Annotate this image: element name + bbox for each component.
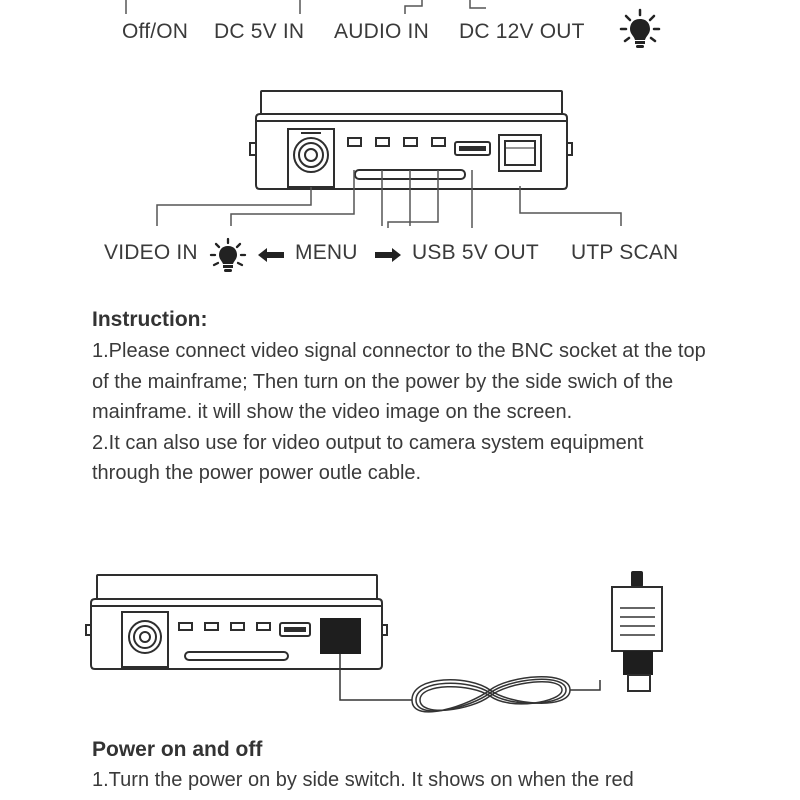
bottom-leader-lines	[156, 170, 622, 228]
instruction-paragraph-1: 1.Please connect video signal connector …	[92, 340, 706, 423]
bulb-icon	[619, 8, 661, 48]
power-heading: Power on and off	[92, 738, 263, 761]
power-adapter-icon	[611, 571, 663, 692]
power-paragraph-1: 1.Turn the power on by side switch. It s…	[92, 769, 634, 791]
top-leader-lines	[125, 0, 486, 14]
label-dc-12v-out: DC 12V OUT	[459, 20, 585, 43]
instruction-text: 1.Please connect video signal connector …	[92, 336, 712, 489]
label-utp-scan: UTP SCAN	[571, 241, 679, 264]
bulb-icon	[209, 237, 247, 272]
instruction-heading: Instruction:	[92, 308, 208, 331]
power-text: 1.Turn the power on by side switch. It s…	[92, 765, 732, 796]
label-dc-5v-in: DC 5V IN	[214, 20, 305, 43]
label-usb-5v-out: USB 5V OUT	[412, 241, 539, 264]
label-off-on: Off/ON	[122, 20, 189, 43]
instruction-paragraph-2: 2.It can also use for video output to ca…	[92, 431, 644, 485]
device-power-diagram	[85, 571, 663, 713]
label-menu: MENU	[295, 241, 358, 264]
left-arrow-icon	[258, 248, 284, 262]
power-cable-icon	[339, 654, 601, 713]
label-video-in: VIDEO IN	[104, 241, 198, 264]
label-audio-in: AUDIO IN	[334, 20, 429, 43]
right-arrow-icon	[375, 248, 401, 262]
